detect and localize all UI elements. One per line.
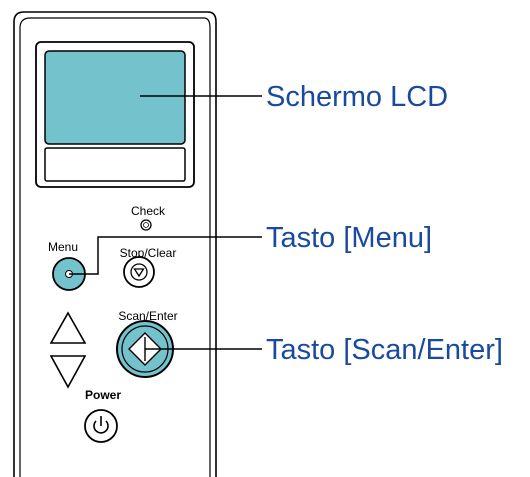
lcd-lower-window xyxy=(44,147,186,182)
scan-enter-label: Scan/Enter xyxy=(118,309,177,323)
down-arrow-button[interactable] xyxy=(49,355,87,389)
panel-housing xyxy=(13,11,217,477)
lcd-screen xyxy=(44,50,186,145)
scan-enter-callout: Tasto [Scan/Enter] xyxy=(266,334,503,366)
stop-icon xyxy=(133,268,145,278)
stop-icon-ring xyxy=(130,263,148,281)
power-label: Power xyxy=(85,388,121,402)
menu-callout: Tasto [Menu] xyxy=(266,222,432,254)
lcd-callout: Schermo LCD xyxy=(266,81,448,113)
menu-label: Menu xyxy=(48,240,78,254)
stop-clear-label: Stop/Clear xyxy=(120,246,177,260)
check-led-inner xyxy=(143,222,149,228)
up-arrow-button[interactable] xyxy=(49,311,87,344)
check-label: Check xyxy=(131,204,166,218)
panel-housing-inner xyxy=(19,17,211,477)
menu-leader-line xyxy=(69,236,262,275)
power-icon xyxy=(93,420,109,434)
